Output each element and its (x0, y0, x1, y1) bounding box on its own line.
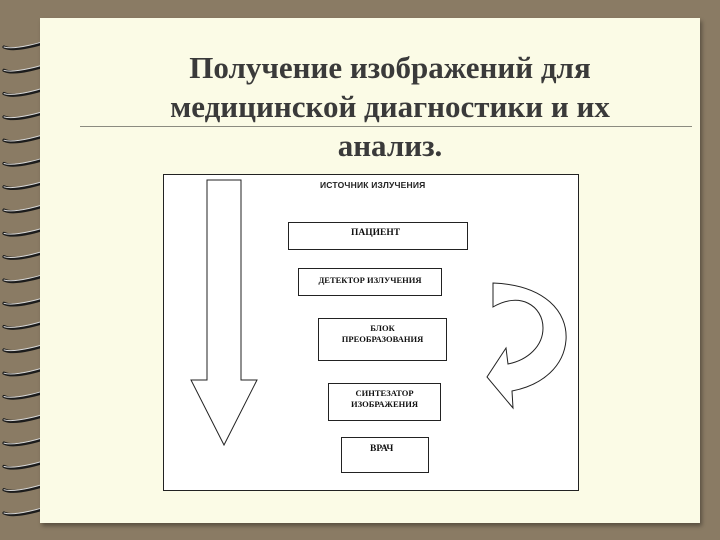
conversion-label-1: БЛОК (370, 323, 395, 333)
title-line-3: анализ. (337, 128, 443, 163)
detector-box: ДЕТЕКТОР ИЗЛУЧЕНИЯ (298, 268, 442, 296)
conversion-box: БЛОК ПРЕОБРАЗОВАНИЯ (318, 318, 447, 361)
synthesizer-label-2: ИЗОБРАЖЕНИЯ (350, 399, 418, 409)
source-label: ИСТОЧНИК ИЗЛУЧЕНИЯ (320, 180, 426, 190)
doctor-label: ВРАЧ (370, 444, 394, 454)
patient-box: ПАЦИЕНТ (288, 222, 468, 250)
detector-label: ДЕТЕКТОР ИЗЛУЧЕНИЯ (318, 275, 422, 285)
patient-label: ПАЦИЕНТ (351, 228, 401, 238)
doctor-box: ВРАЧ (341, 437, 429, 473)
title-divider (80, 126, 692, 127)
conversion-label-2: ПРЕОБРАЗОВАНИЯ (341, 334, 424, 344)
title-line-2: медицинской диагностики и их (170, 89, 610, 124)
synthesizer-label-1: СИНТЕЗАТОР (355, 388, 414, 398)
slide-title: Получение изображений для медицинской ди… (110, 48, 670, 165)
synthesizer-box: СИНТЕЗАТОР ИЗОБРАЖЕНИЯ (328, 383, 441, 421)
title-line-1: Получение изображений для (189, 50, 591, 85)
